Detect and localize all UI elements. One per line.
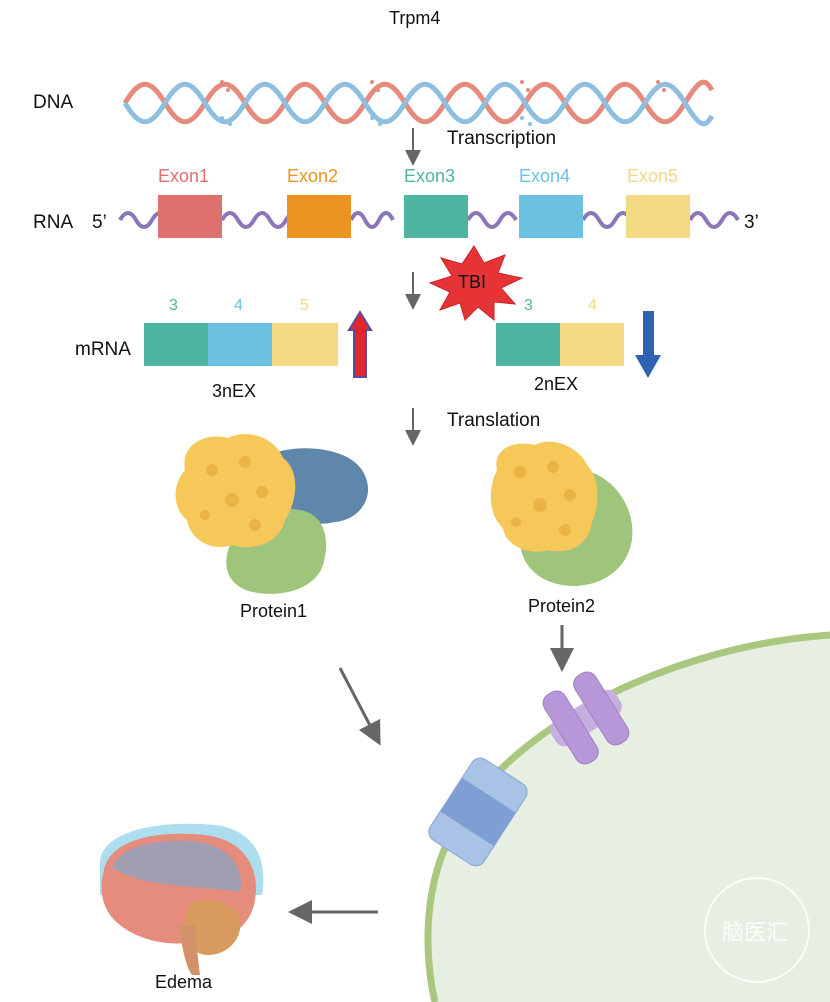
ion-channel-icon (542, 671, 630, 765)
protein2-label: Protein2 (528, 596, 596, 616)
exon5-label: Exon5 (627, 166, 679, 186)
variant2-segment-label: 3 (524, 297, 533, 314)
exon1-label: Exon1 (158, 166, 210, 186)
mrna-label: mRNA (75, 339, 131, 360)
five-prime-label: 5’ (92, 212, 107, 233)
variant1-segment-label: 4 (234, 297, 243, 314)
exon2-label: Exon2 (287, 166, 339, 186)
watermark-logo (704, 877, 810, 983)
protein-blob-icon (175, 434, 369, 594)
variant2-segment-label: 4 (588, 297, 597, 314)
variant1-segment (272, 323, 338, 366)
variant2-name: 2nEX (534, 374, 579, 394)
transcription-label: Transcription (447, 128, 557, 149)
watermark-text: 脑医汇 (722, 920, 789, 945)
exon2-box (287, 195, 351, 238)
variant1-segment (144, 323, 208, 366)
exon1-box (158, 195, 222, 238)
brain-icon (100, 823, 264, 975)
variant1-name: 3nEX (212, 381, 257, 401)
ion-channel-icon (428, 757, 528, 867)
variant2-segment (560, 323, 624, 366)
up-arrow-icon (347, 310, 373, 378)
tbi-label: TBI (458, 272, 487, 292)
exon3-label: Exon3 (404, 166, 456, 186)
diagram-title: Trpm4 (389, 8, 441, 28)
three-prime-label: 3’ (744, 212, 759, 233)
protein1-to-cell-arrow (338, 667, 381, 746)
rna-label: RNA (33, 212, 74, 233)
exon4-box (519, 195, 583, 238)
protein1-label: Protein1 (240, 601, 308, 621)
dna-helix-icon (122, 79, 715, 127)
exon4-label: Exon4 (519, 166, 571, 186)
variant1-segment-label: 5 (300, 297, 309, 314)
exon5-box (626, 195, 690, 238)
down-arrow-icon (635, 311, 661, 378)
exon3-box (404, 195, 468, 238)
edema-label: Edema (155, 972, 213, 992)
translation-label: Translation (447, 410, 541, 431)
explosion-burst-icon (428, 245, 524, 322)
variant1-segment (208, 323, 272, 366)
variant2-segment (496, 323, 560, 366)
dna-label: DNA (33, 92, 74, 113)
protein-blob-icon (490, 441, 633, 586)
rna-strand (118, 211, 740, 229)
variant1-segment-label: 3 (169, 297, 178, 314)
